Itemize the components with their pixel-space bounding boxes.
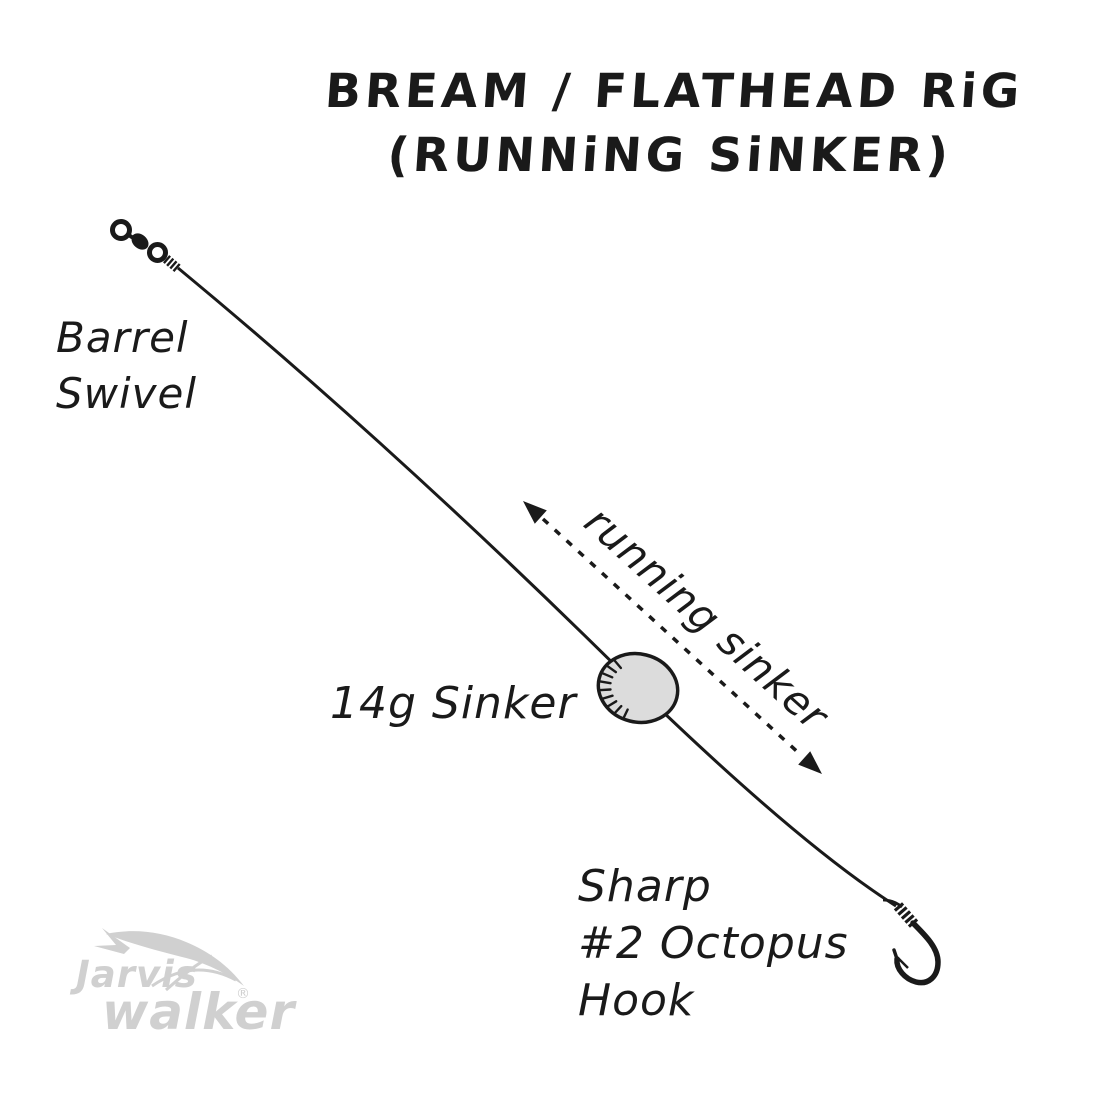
page-title: BREAM / FLATHEAD RiG (RUNNiNG SiNKER) (168, 60, 1100, 188)
watermark-brand-line-1: Jarvis (76, 953, 198, 996)
sinker-icon (596, 651, 680, 725)
marlin-logo-icon (94, 928, 244, 992)
hook-label-line-2: #2 Octopus (578, 918, 849, 969)
barrel-swivel-label-line-2: Swivel (56, 369, 198, 418)
registered-trademark-icon: ® (236, 986, 251, 1002)
watermark-brand-line-2: walker (102, 983, 296, 1041)
octopus-hook-icon (882, 898, 941, 986)
hook-label-line-3: Hook (578, 975, 695, 1026)
sinker-label: 14g Sinker (330, 678, 577, 729)
barrel-swivel-label: Barrel Swivel (56, 310, 197, 422)
running-sinker-arrow-icon (523, 501, 822, 774)
hook-label-line-1: Sharp (578, 861, 712, 912)
title-line-2: (RUNNiNG SiNKER) (385, 128, 954, 183)
barrel-swivel-icon (110, 219, 181, 272)
hook-label: Sharp #2 Octopus Hook (578, 858, 849, 1029)
barrel-swivel-label-line-1: Barrel (56, 313, 189, 362)
swivel-knot-coil (162, 255, 181, 272)
fishing-line (177, 266, 897, 908)
title-line-1: BREAM / FLATHEAD RiG (323, 64, 1026, 119)
hook-knot-coil (893, 902, 919, 928)
